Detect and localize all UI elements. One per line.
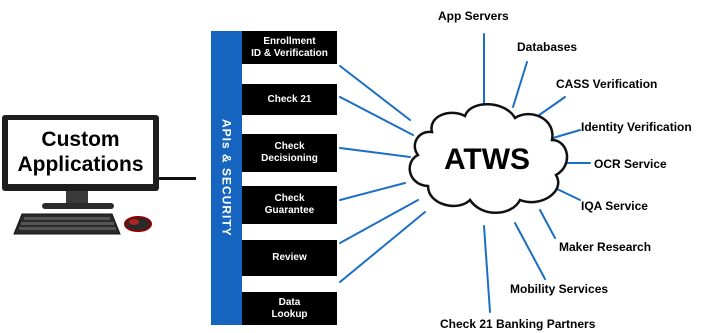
service-maker-research: Maker Research bbox=[559, 240, 652, 254]
api-box-label: Review bbox=[272, 252, 307, 263]
apis-security-bar: APIs & SECURITY bbox=[211, 31, 242, 325]
computer-connector-line bbox=[159, 177, 196, 180]
api-box-label: Enrollment ID & Verification bbox=[251, 35, 328, 59]
api-box-check-decisioning: Check Decisioning bbox=[242, 134, 337, 172]
service-cass-verification: CASS Verification bbox=[556, 77, 658, 91]
line-cass bbox=[534, 96, 566, 119]
service-check21-banking-partners: Check 21 Banking Partners bbox=[440, 317, 596, 331]
service-mobility: Mobility Services bbox=[510, 282, 609, 296]
line-enrollment bbox=[339, 65, 411, 121]
line-iqa bbox=[554, 187, 581, 201]
atws-hub-label: ATWS bbox=[443, 143, 531, 176]
service-iqa: IQA Service bbox=[581, 199, 648, 213]
line-mobility bbox=[514, 222, 546, 280]
monitor-stand bbox=[66, 191, 88, 205]
line-maker bbox=[539, 209, 556, 239]
screen-title-line2: Applications bbox=[17, 153, 144, 176]
api-box-label: Check Guarantee bbox=[264, 193, 315, 216]
line-review bbox=[339, 199, 419, 244]
line-identity bbox=[552, 129, 581, 139]
line-lookup bbox=[339, 211, 426, 283]
service-identity-verification: Identity Verification bbox=[581, 120, 692, 134]
monitor-screen: Custom Applications bbox=[8, 120, 153, 184]
api-box-label: Check 21 bbox=[267, 93, 312, 105]
api-box-check21: Check 21 bbox=[242, 84, 337, 115]
monitor-stand-base bbox=[42, 203, 114, 209]
api-box-data-lookup: Data Lookup bbox=[242, 292, 337, 325]
api-box-label: Data Lookup bbox=[271, 296, 308, 320]
line-decisioning bbox=[339, 147, 411, 158]
api-box-check-guarantee: Check Guarantee bbox=[242, 186, 337, 224]
api-box-review: Review bbox=[242, 240, 337, 276]
cloud-shape bbox=[408, 103, 569, 214]
line-databases bbox=[512, 61, 528, 108]
service-app-servers: App Servers bbox=[438, 9, 509, 23]
apis-security-label: APIs & SECURITY bbox=[219, 119, 234, 237]
screen-title-line1: Custom bbox=[41, 128, 120, 151]
service-ocr: OCR Service bbox=[594, 157, 667, 171]
line-guarantee bbox=[339, 182, 406, 201]
service-databases: Databases bbox=[517, 40, 578, 54]
api-box-enrollment: Enrollment ID & Verification bbox=[242, 31, 337, 64]
monitor: Custom Applications bbox=[2, 115, 159, 191]
line-check21 bbox=[339, 96, 414, 136]
line-banking bbox=[483, 225, 491, 313]
api-box-label: Check Decisioning bbox=[261, 141, 318, 164]
